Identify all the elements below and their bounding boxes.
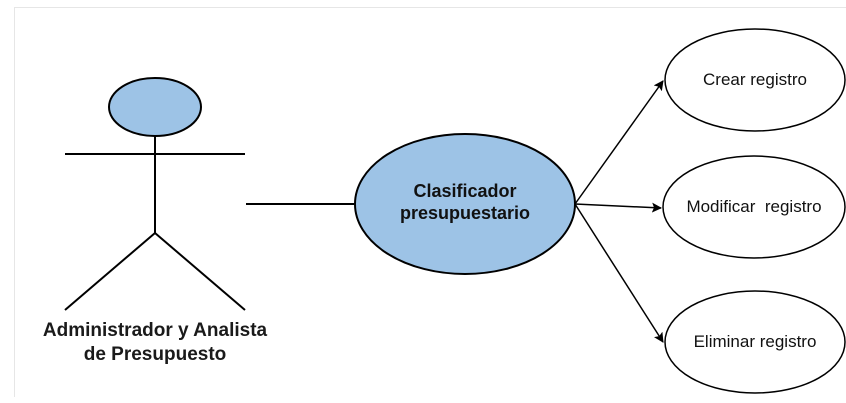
actor-left-leg [64, 232, 156, 311]
use-case-modificar-ellipse [662, 155, 846, 259]
main-use-case-label-line2: presupuestario [399, 203, 531, 223]
main-use-case-label: Clasificador presupuestario [355, 170, 575, 234]
actor-label-line1: Administrador y Analista [42, 320, 268, 341]
actor-head [108, 77, 202, 137]
arrow-modificar [574, 202, 662, 213]
arrow-eliminar [574, 203, 664, 343]
use-case-eliminar-label: Eliminar registro [693, 332, 817, 351]
actor-right-leg [154, 232, 246, 311]
frame-border-top [14, 7, 846, 8]
use-case-modificar-label: Modificar registro [686, 197, 822, 216]
arrow-crear [574, 80, 664, 205]
frame-border-left [14, 7, 15, 397]
actor-label: Administrador y Analista de Presupuesto [10, 319, 300, 367]
use-case-crear-label: Crear registro [703, 70, 807, 89]
use-case-crear-ellipse [664, 28, 846, 132]
main-use-case-label-line1: Clasificador [413, 181, 517, 201]
use-case-eliminar-ellipse [664, 290, 846, 394]
actor-label-line2: de Presupuesto [83, 344, 227, 365]
